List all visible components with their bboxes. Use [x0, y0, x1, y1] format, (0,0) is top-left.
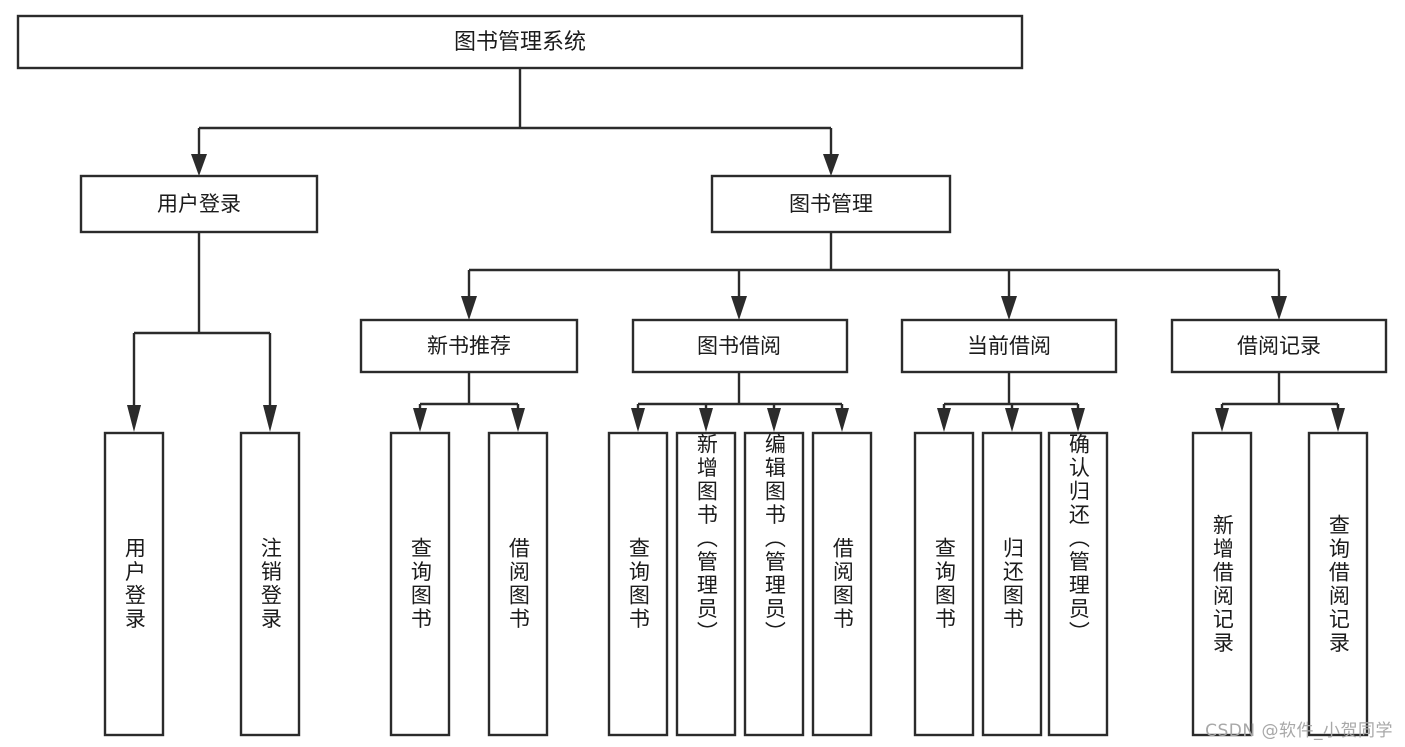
node-borrow-record-label: 借阅记录 [1237, 334, 1321, 358]
leaf-box-user-logout[interactable] [239, 431, 301, 737]
node-current-borrow-box[interactable] [900, 318, 1118, 374]
leaf-box-edit-book[interactable] [743, 431, 805, 737]
leaf-box-query-book-1[interactable] [389, 431, 451, 737]
node-borrow-record-box[interactable] [1170, 318, 1388, 374]
arrow-head-borrow-record [1271, 296, 1287, 320]
node-book-borrow-label: 图书借阅 [697, 334, 781, 358]
arrow-head-leaf-borrow-book-2 [835, 408, 849, 432]
leaf-box-query-record[interactable] [1307, 431, 1369, 737]
arrow-head-leaf-return-book [1005, 408, 1019, 432]
leaf-box-query-book-3[interactable] [913, 431, 975, 737]
arrow-head-leaf-borrow-book-1 [511, 408, 525, 432]
arrow-head-leaf-edit-book [767, 408, 781, 432]
node-layer: 图书管理系统 用户登录 图书管理 新书推荐 图书借阅 当前借阅 借阅记录 [16, 14, 1388, 737]
leaf-box-query-book-2[interactable] [607, 431, 669, 737]
node-book-management-label: 图书管理 [789, 192, 873, 216]
leaf-box-borrow-book-2[interactable] [811, 431, 873, 737]
node-book-management-box[interactable] [710, 174, 952, 234]
csdn-watermark: CSDN @软件_小贺同学 [1205, 721, 1393, 741]
arrow-head-leaf-query-book-3 [937, 408, 951, 432]
node-root-label: 图书管理系统 [454, 30, 586, 55]
leaf-box-confirm-return[interactable] [1047, 431, 1109, 737]
connector-layer [127, 68, 1345, 432]
node-current-borrow-label: 当前借阅 [967, 334, 1051, 358]
node-user-login-box[interactable] [79, 174, 319, 234]
node-user-login-label: 用户登录 [157, 192, 241, 216]
leaf-box-return-book[interactable] [981, 431, 1043, 737]
arrow-head-leaf-add-record [1215, 408, 1229, 432]
arrow-head-leaf-confirm-return [1071, 408, 1085, 432]
arrow-head-leaf-user-logout [263, 405, 277, 432]
node-new-book-recommend-box[interactable] [359, 318, 579, 374]
arrow-head-leaf-query-book-1 [413, 408, 427, 432]
arrow-head-user-login [191, 154, 207, 176]
arrow-head-leaf-query-record [1331, 408, 1345, 432]
arrow-head-leaf-user-login [127, 405, 141, 432]
node-book-borrow-box[interactable] [631, 318, 849, 374]
arrow-head-leaf-add-book [699, 408, 713, 432]
leaf-box-user-login[interactable] [103, 431, 165, 737]
node-new-book-recommend-label: 新书推荐 [427, 334, 511, 358]
leaf-box-borrow-book-1[interactable] [487, 431, 549, 737]
node-root-box[interactable] [16, 14, 1024, 70]
arrow-head-leaf-query-book-2 [631, 408, 645, 432]
arrow-head-book-management [823, 154, 839, 176]
arrow-head-book-borrow [731, 296, 747, 320]
leaf-box-add-record[interactable] [1191, 431, 1253, 737]
arrow-head-current-borrow [1001, 296, 1017, 320]
leaf-box-add-book[interactable] [675, 431, 737, 737]
arrow-head-new-book-recommend [461, 296, 477, 320]
